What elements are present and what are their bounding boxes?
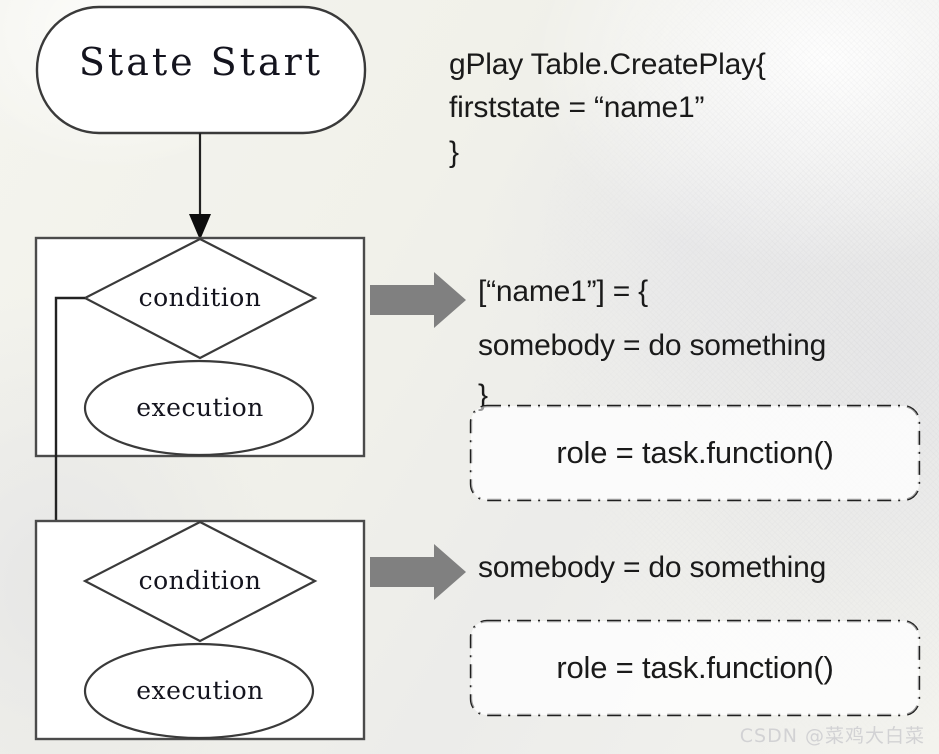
block-2-condition-diamond[interactable]	[82, 520, 318, 643]
state-def-2-line-1: somebody = do something	[478, 551, 827, 584]
create-play-line-3: }	[449, 136, 459, 169]
dashed-box-2[interactable]: role = task.function()	[471, 621, 919, 715]
block-2-execution-label: execution	[136, 676, 264, 705]
gray-arrow-block2	[370, 544, 466, 600]
block-1-condition-label: condition	[138, 283, 262, 312]
state-def-line-2: somebody = do something	[478, 329, 827, 362]
start-node-label: State Start	[78, 40, 324, 84]
create-play-line-2: firststate = “name1”	[449, 91, 705, 124]
state-def-line-3: }	[478, 379, 488, 412]
dashed-box-1[interactable]: role = task.function()	[471, 406, 919, 500]
block-2-execution-ellipse[interactable]	[83, 642, 315, 740]
create-play-line-1: gPlay Table.CreatePlay{	[449, 48, 766, 81]
block-1-execution-ellipse[interactable]	[83, 359, 315, 457]
block-1-condition-diamond[interactable]	[82, 237, 318, 360]
csdn-watermark: CSDN @菜鸡大白菜	[739, 725, 925, 747]
state-def-line-1: [“name1”] = {	[478, 275, 648, 308]
dashed-box-2-text: role = task.function()	[556, 650, 834, 685]
block-1-execution-label: execution	[136, 393, 264, 422]
dashed-box-1-text: role = task.function()	[556, 435, 834, 470]
gray-arrow-block1	[370, 272, 466, 328]
arrowhead-start-to-block1	[189, 214, 211, 240]
block-2-condition-label: condition	[138, 566, 262, 595]
